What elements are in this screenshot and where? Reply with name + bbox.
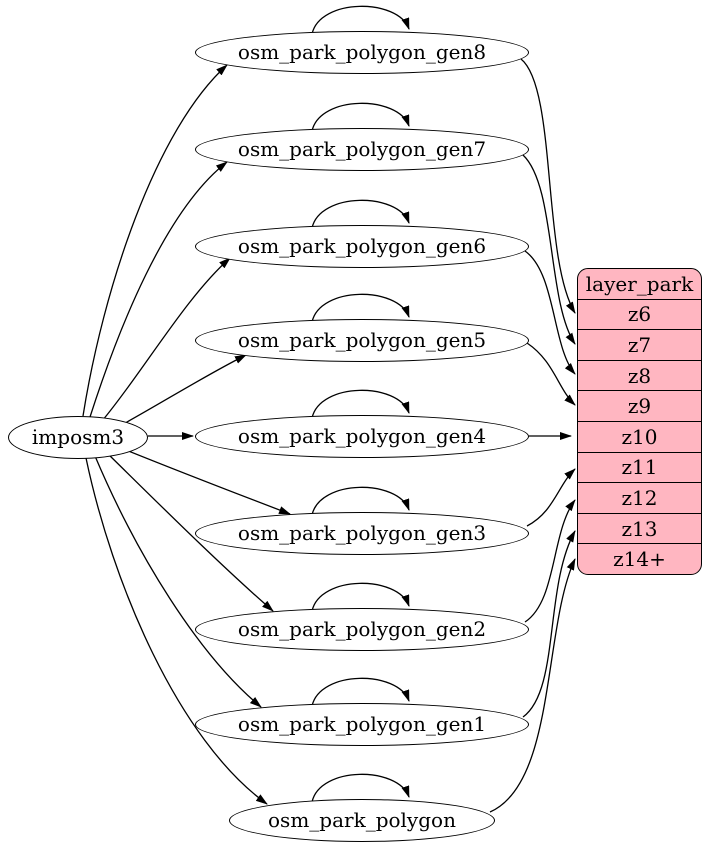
self-loop-osm_park_polygon_gen1 <box>311 677 410 707</box>
layer-park-row-z13: z13 <box>578 512 701 544</box>
node-osm_park_polygon_gen7: osm_park_polygon_gen7 <box>195 127 529 171</box>
edge-imposm3-to-osm_park_polygon_gen7 <box>89 161 228 418</box>
edge-osm_park_polygon_gen1-to-z13 <box>522 530 576 718</box>
self-loop-osm_park_polygon_gen4 <box>311 389 410 419</box>
node-osm_park_polygon_gen8: osm_park_polygon_gen8 <box>195 30 529 74</box>
node-label: osm_park_polygon_gen8 <box>237 40 487 64</box>
layer-park-row-z8: z8 <box>578 359 701 391</box>
node-label: osm_park_polygon_gen2 <box>237 617 487 641</box>
self-loop-osm_park_polygon_gen7 <box>311 102 410 132</box>
self-loop-osm_park_polygon_gen3 <box>311 486 410 516</box>
edge-osm_park_polygon_gen2-to-z12 <box>524 499 576 623</box>
layer-park-row-z10: z10 <box>578 420 701 452</box>
node-osm_park_polygon_gen2: osm_park_polygon_gen2 <box>195 607 529 651</box>
node-imposm3: imposm3 <box>8 415 148 459</box>
self-loop-osm_park_polygon_gen2 <box>311 582 410 612</box>
layer-park-title: layer_park <box>585 271 694 296</box>
edge-osm_park_polygon_gen5-to-z9 <box>526 342 576 406</box>
layer-park-row-z7: z7 <box>578 329 701 360</box>
self-loop-osm_park_polygon_gen6 <box>311 199 410 229</box>
edge-osm_park_polygon-to-z14+ <box>489 558 576 813</box>
layer-park-row-z6: z6 <box>578 298 701 330</box>
edge-imposm3-to-osm_park_polygon_gen2 <box>105 451 274 612</box>
node-label: osm_park_polygon_gen4 <box>237 424 487 448</box>
edge-imposm3-to-osm_park_polygon_gen8 <box>82 64 228 417</box>
node-label: osm_park_polygon_gen6 <box>237 234 487 258</box>
layer-park-row-z9: z9 <box>578 390 701 421</box>
layer-park-row-z11: z11 <box>578 451 701 483</box>
node-label: osm_park_polygon_gen7 <box>237 137 487 161</box>
layer-park-row-z14+: z14+ <box>578 543 701 574</box>
node-osm_park_polygon_gen5: osm_park_polygon_gen5 <box>195 318 529 362</box>
node-label: osm_park_polygon_gen1 <box>237 712 487 736</box>
node-osm_park_polygon_gen4: osm_park_polygon_gen4 <box>195 414 529 458</box>
node-osm_park_polygon_gen1: osm_park_polygon_gen1 <box>195 702 529 746</box>
node-label: osm_park_polygon_gen3 <box>237 521 487 545</box>
node-osm_park_polygon: osm_park_polygon <box>229 798 495 842</box>
node-osm_park_polygon_gen6: osm_park_polygon_gen6 <box>195 224 529 268</box>
node-label: imposm3 <box>31 425 125 449</box>
layer-park-row-z12: z12 <box>578 482 701 513</box>
edge-imposm3-to-osm_park_polygon <box>85 457 268 805</box>
edge-osm_park_polygon_gen6-to-z8 <box>524 250 576 375</box>
edge-imposm3-to-osm_park_polygon_gen1 <box>94 455 262 708</box>
edge-imposm3-to-osm_park_polygon_gen6 <box>101 257 231 422</box>
edge-osm_park_polygon_gen3-to-z11 <box>526 468 576 527</box>
edge-imposm3-to-osm_park_polygon_gen3 <box>120 447 291 515</box>
self-loop-osm_park_polygon <box>311 773 410 803</box>
node-osm_park_polygon_gen3: osm_park_polygon_gen3 <box>195 511 529 555</box>
edge-osm_park_polygon_gen8-to-z6 <box>520 58 576 314</box>
node-label: osm_park_polygon_gen5 <box>237 328 487 352</box>
edge-imposm3-to-osm_park_polygon_gen5 <box>117 354 247 428</box>
self-loop-osm_park_polygon_gen8 <box>311 5 410 35</box>
edge-osm_park_polygon_gen7-to-z7 <box>522 154 576 345</box>
self-loop-osm_park_polygon_gen5 <box>311 293 410 323</box>
node-label: osm_park_polygon <box>268 808 456 832</box>
